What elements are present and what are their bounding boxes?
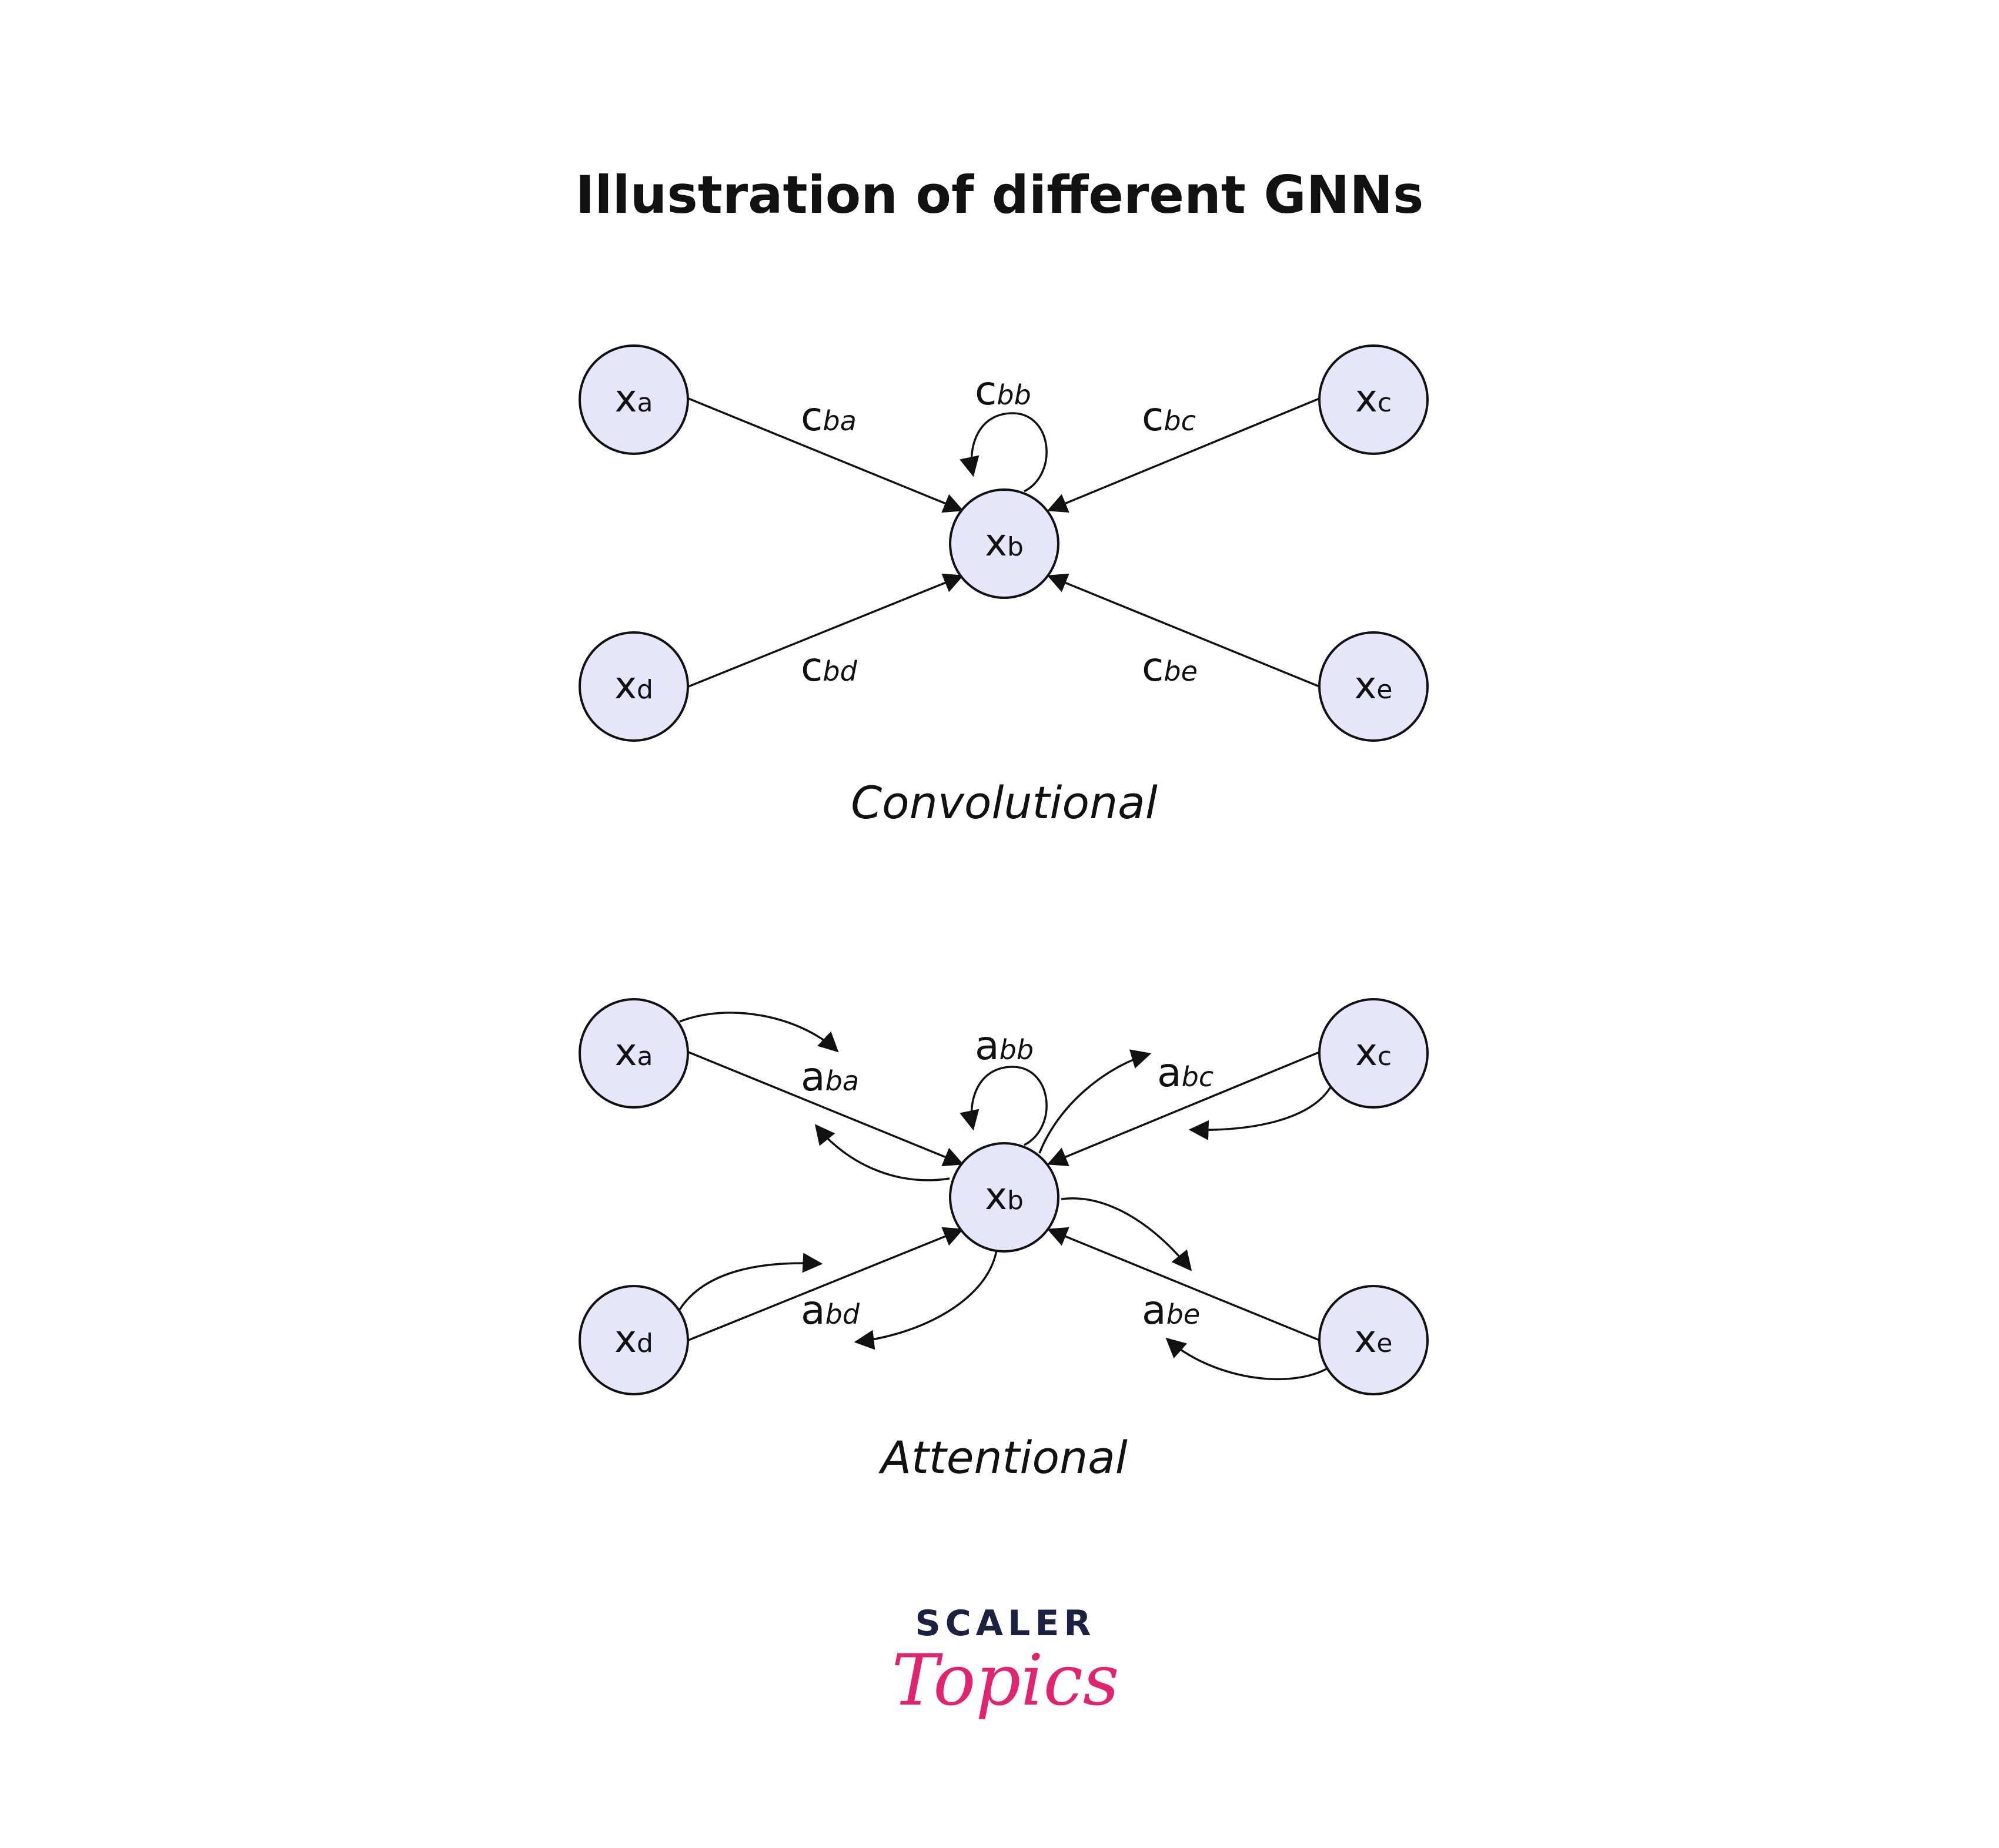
node-xa-main: x: [615, 1031, 637, 1074]
node-xc: xc: [1318, 998, 1429, 1109]
edge-c-to-b: [1047, 1051, 1320, 1167]
node-xa-sub: a: [637, 1042, 653, 1072]
node-xb: xb: [949, 1142, 1059, 1253]
attention-arrow-b-a: [814, 1124, 950, 1181]
attention-arrow-e: [1165, 1337, 1328, 1381]
scaler-topics-logo: SCALER Topics: [892, 1603, 1119, 1722]
attention-arrow-c: [1188, 1086, 1332, 1140]
node-xa-main: x: [615, 377, 637, 421]
weight-c-bd: cbd: [801, 644, 858, 691]
node-xb-sub: b: [1007, 532, 1024, 562]
node-xe-main: x: [1355, 664, 1377, 708]
node-xb-main: x: [985, 521, 1007, 565]
node-xe: xe: [1318, 1285, 1429, 1395]
node-xd: xd: [579, 1285, 689, 1395]
weight-c-bb: cbb: [975, 368, 1031, 414]
edge-a-to-b: [688, 1051, 964, 1167]
convolutional-diagram: xa xc xb xd xe cba cbb cbc cbd cbe Convo…: [579, 344, 1429, 829]
self-loop-bb: [960, 412, 1048, 493]
node-xd-sub: d: [637, 675, 653, 705]
node-xc-sub: c: [1378, 388, 1392, 418]
svg-text:xc: xc: [1355, 377, 1392, 421]
node-xc-main: x: [1355, 377, 1378, 421]
node-xd-sub: d: [637, 1328, 653, 1358]
attention-arrow-d: [678, 1253, 823, 1310]
caption-convolutional: Convolutional: [851, 776, 1158, 829]
weight-a-bb: abb: [975, 1023, 1034, 1069]
node-xa: xa: [579, 344, 689, 455]
svg-text:xc: xc: [1355, 1031, 1392, 1074]
node-xa: xa: [579, 998, 689, 1109]
node-xb-main: x: [985, 1175, 1007, 1218]
node-xe-sub: e: [1376, 675, 1392, 705]
edge-c-to-b: [1047, 397, 1320, 513]
svg-text:xd: xd: [614, 1318, 653, 1361]
page-title: Illustration of different GNNs: [576, 165, 1424, 225]
svg-text:xd: xd: [614, 664, 653, 708]
svg-text:xa: xa: [615, 1031, 653, 1074]
attention-arrow-b-e: [1061, 1197, 1192, 1271]
weight-a-bc: abc: [1157, 1050, 1214, 1096]
weight-a-be: abe: [1142, 1287, 1200, 1334]
weight-a-ba: aba: [801, 1054, 859, 1100]
attention-arrow-b-d: [854, 1250, 998, 1350]
logo-topics: Topics: [892, 1640, 1119, 1722]
node-xe-sub: e: [1376, 1328, 1392, 1358]
node-xc: xc: [1318, 344, 1429, 455]
edge-a-to-b: [688, 397, 964, 513]
self-loop-bb: [960, 1066, 1048, 1146]
weight-c-bc: cbc: [1142, 394, 1196, 440]
svg-text:xb: xb: [985, 521, 1024, 565]
attention-arrow-a: [679, 1012, 839, 1053]
node-xd-main: x: [614, 664, 637, 708]
attention-arrow-b-c: [1038, 1049, 1152, 1154]
node-xd-main: x: [614, 1318, 637, 1361]
node-xd: xd: [579, 631, 689, 742]
svg-text:xa: xa: [615, 377, 653, 421]
node-xb: xb: [949, 488, 1059, 599]
caption-attentional: Attentional: [878, 1431, 1128, 1484]
node-xb-sub: b: [1007, 1186, 1024, 1216]
edge-e-to-b: [1047, 1227, 1320, 1341]
node-xc-main: x: [1355, 1031, 1378, 1074]
logo-scaler: SCALER: [915, 1603, 1095, 1644]
weight-a-bd: abd: [801, 1287, 860, 1334]
edge-d-to-b: [688, 573, 964, 688]
node-xc-sub: c: [1378, 1042, 1392, 1072]
node-xa-sub: a: [637, 388, 653, 418]
svg-text:xe: xe: [1355, 1318, 1393, 1361]
edge-d-to-b: [688, 1227, 964, 1341]
weight-c-ba: cba: [801, 394, 857, 440]
weight-c-be: cbe: [1142, 644, 1198, 691]
svg-text:xe: xe: [1355, 664, 1393, 708]
node-xe: xe: [1318, 631, 1429, 742]
attentional-diagram: xa xc xb xd xe aba abb abc abd abe Atten…: [579, 998, 1429, 1484]
edge-e-to-b: [1047, 573, 1320, 688]
node-xe-main: x: [1355, 1318, 1377, 1361]
svg-text:xb: xb: [985, 1175, 1024, 1218]
